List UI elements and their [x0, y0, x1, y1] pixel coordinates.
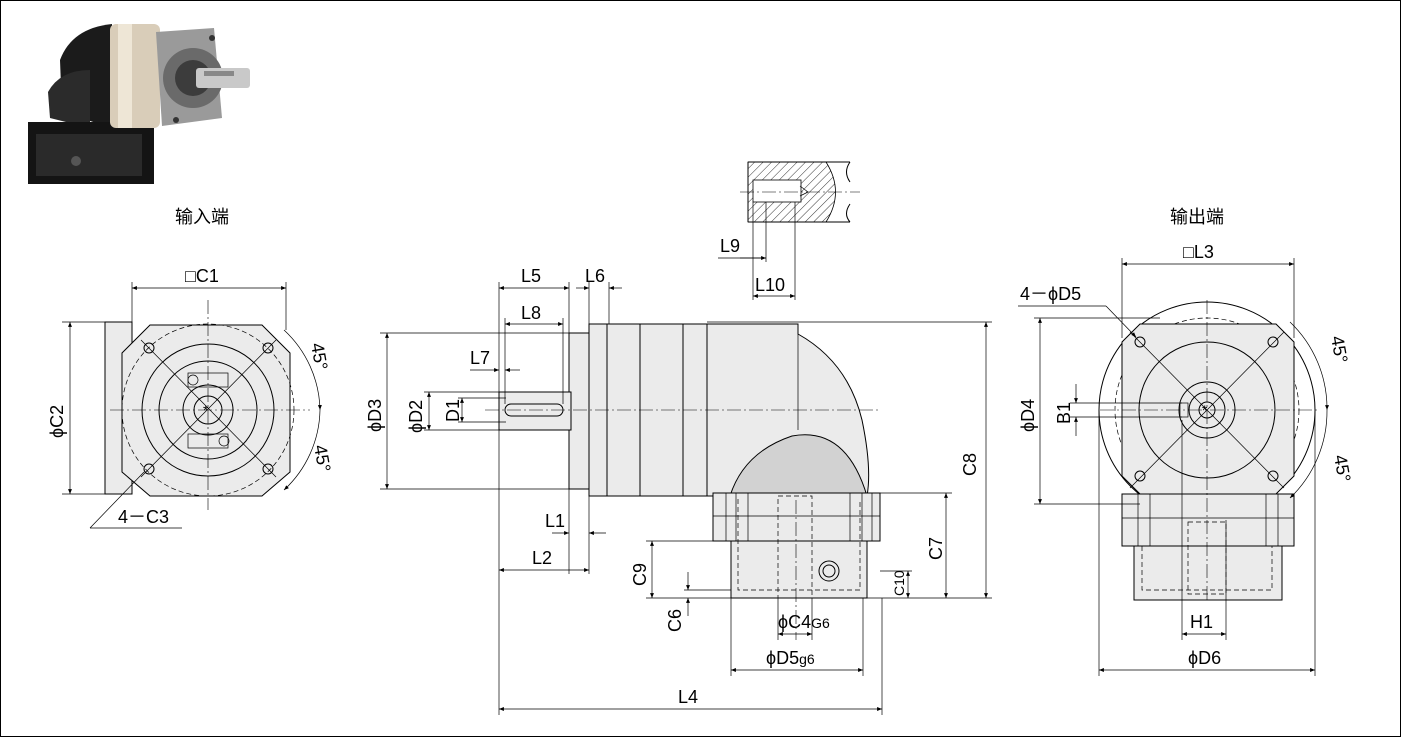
c3-label: 4－C3: [118, 507, 169, 527]
d2-label: ϕD2: [406, 400, 426, 433]
c10-label: C10: [891, 570, 907, 596]
l2-label: L2: [532, 548, 552, 568]
c9-label: C9: [630, 563, 650, 586]
output-end-view: * □L3 4－ϕD5 ϕD4 B1 H1: [1018, 242, 1354, 676]
angle-45-bottom: 45°: [310, 443, 334, 473]
keyway-detail-view: L9 L10: [718, 161, 860, 300]
input-end-label: 输入端: [175, 207, 229, 228]
d3-label: ϕD3: [365, 399, 385, 432]
output-end-label: 输出端: [1170, 207, 1224, 228]
d5-holes-label: 4－ϕD5: [1020, 284, 1081, 304]
angle-45-bottom-out: 45°: [1330, 453, 1354, 483]
d5-g6-label: ϕD5g6: [766, 648, 815, 668]
h1-label: H1: [1190, 612, 1213, 632]
angle-45-top: 45°: [307, 341, 331, 371]
d1-label: D1: [443, 399, 463, 422]
angle-45-top-out: 45°: [1327, 334, 1351, 364]
l9-label: L9: [720, 236, 740, 256]
b1-label: B1: [1054, 402, 1074, 424]
l1-label: L1: [545, 511, 565, 531]
c2-label: ϕC2: [47, 405, 67, 438]
l6-label: L6: [585, 266, 605, 286]
side-view: D1 ϕD2 ϕD3 L5 L6 L8 L7 L1 L2: [365, 266, 992, 715]
bolt-hole: [1134, 336, 1279, 482]
d4-label: ϕD4: [1018, 399, 1038, 432]
l7-label: L7: [470, 348, 490, 368]
c4-label: ϕC4G6: [778, 612, 830, 632]
input-end-view: * □C1 ϕC2 45° 45° 4－C3: [47, 266, 334, 529]
d6-label: ϕD6: [1188, 648, 1221, 668]
l5-label: L5: [521, 266, 541, 286]
l3-label: □L3: [1183, 242, 1214, 262]
l10-label: L10: [755, 275, 785, 295]
c8-label: C8: [960, 453, 980, 476]
c1-label: □C1: [185, 266, 219, 286]
bolt-hole: [143, 342, 274, 475]
c6-label: C6: [665, 609, 685, 632]
l8-label: L8: [521, 303, 541, 323]
gearbox-photo: [28, 24, 250, 184]
l4-label: L4: [678, 687, 698, 707]
c7-label: C7: [926, 537, 946, 560]
